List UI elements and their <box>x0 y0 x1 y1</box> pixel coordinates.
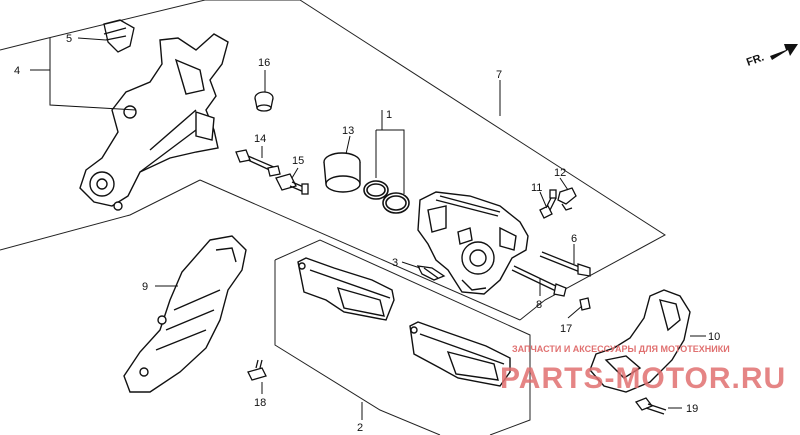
watermark: ЗАПЧАСТИ И АКСЕССУАРЫ ДЛЯ МОТОТЕХНИКИ PA… <box>500 344 786 395</box>
piston-seals <box>363 180 410 214</box>
disc-guard <box>123 235 247 393</box>
callout-17: 17 <box>560 323 572 335</box>
callout-13: 13 <box>342 125 354 137</box>
brake-pad-lower <box>409 321 511 387</box>
callout-4: 4 <box>14 65 20 77</box>
callout-6: 6 <box>571 233 577 245</box>
bleeder-cap <box>254 91 274 112</box>
callout-5: 5 <box>66 33 72 45</box>
leader-lines <box>30 37 706 420</box>
caliper-piston <box>323 152 361 193</box>
pin-bolt <box>235 149 281 177</box>
callout-14: 14 <box>254 133 266 145</box>
front-direction-indicator: FR. <box>745 44 798 69</box>
plug <box>579 297 591 311</box>
caliper-bracket <box>79 33 229 211</box>
callout-10: 10 <box>708 331 720 343</box>
callout-1: 1 <box>386 109 392 121</box>
callout-9: 9 <box>142 281 148 293</box>
bracket-clip <box>103 19 135 53</box>
watermark-tagline: ЗАПЧАСТИ И АКСЕССУАРЫ ДЛЯ МОТОТЕХНИКИ <box>512 344 730 354</box>
watermark-brand: PARTS-MOTOR.RU <box>500 362 786 395</box>
caliper-guard <box>589 289 691 393</box>
pad-spring <box>416 265 446 281</box>
callout-12: 12 <box>554 167 566 179</box>
assembly-outline-caliper <box>199 0 666 321</box>
callout-3: 3 <box>392 257 398 269</box>
assembly-outline-pads <box>274 239 531 435</box>
front-arrow-icon <box>770 44 798 60</box>
pin-bolt-b <box>275 173 309 195</box>
callout-2: 2 <box>357 422 363 434</box>
bleeder-cap-b <box>557 187 577 211</box>
assembly-outline-bracket <box>0 0 300 251</box>
callout-19: 19 <box>686 403 698 415</box>
callout-18: 18 <box>254 397 266 409</box>
callout-16: 16 <box>258 57 270 69</box>
callout-labels: 4 5 16 14 15 13 1 7 11 12 6 3 8 17 9 10 … <box>14 33 720 434</box>
front-direction-label: FR. <box>745 51 766 68</box>
callout-8: 8 <box>536 299 542 311</box>
bleeder-screw <box>539 189 557 219</box>
caliper-pin-b <box>511 265 567 297</box>
callout-15: 15 <box>292 155 304 167</box>
callout-11: 11 <box>531 182 542 194</box>
brake-pad-upper <box>297 257 395 321</box>
guard-screw <box>247 359 267 381</box>
caliper-body <box>417 191 529 295</box>
guard-bolt <box>634 397 667 415</box>
callout-7: 7 <box>496 69 502 81</box>
caliper-pin <box>539 251 591 277</box>
